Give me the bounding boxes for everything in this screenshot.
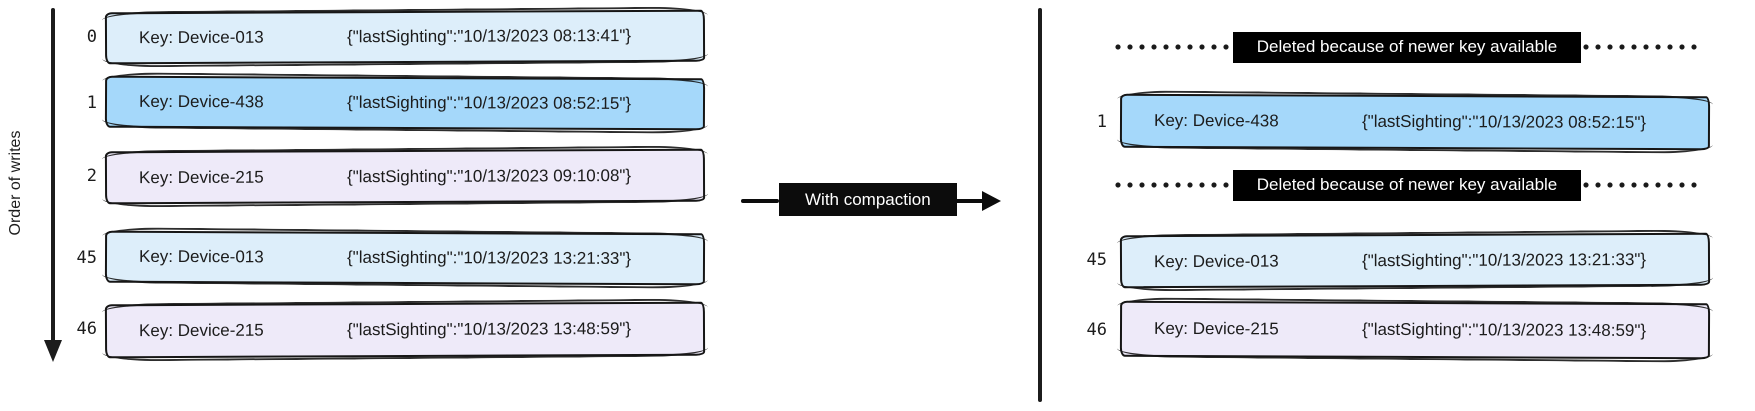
record-value: {"lastSighting":"10/13/2023 13:21:33"}: [346, 247, 632, 268]
record-row: Key: Device-215 {"lastSighting":"10/13/2…: [1119, 300, 1711, 360]
record-row: Key: Device-215 {"lastSighting":"10/13/2…: [104, 148, 706, 205]
record-key: Key: Device-013: [138, 246, 264, 267]
order-axis-line: [51, 8, 55, 342]
order-number: 2: [86, 166, 97, 186]
order-number: 1: [86, 93, 97, 113]
order-number: 1: [1096, 112, 1107, 132]
record-value: {"lastSighting":"10/13/2023 13:48:59"}: [346, 319, 632, 340]
record-key: Key: Device-438: [138, 91, 264, 112]
record-key: Key: Device-215: [138, 167, 264, 187]
order-axis-arrowhead-icon: [44, 340, 62, 362]
compaction-arrow-line: [741, 199, 779, 203]
order-number: 0: [86, 27, 97, 47]
record-value: {"lastSighting":"10/13/2023 13:48:59"}: [1361, 319, 1647, 341]
record-value: {"lastSighting":"10/13/2023 13:21:33"}: [1361, 249, 1647, 270]
order-number: 45: [76, 248, 97, 268]
deleted-badge: Deleted because of newer key available: [1232, 31, 1582, 63]
deleted-record-row: Deleted because of newer key available: [1112, 169, 1702, 201]
partition-line: [1038, 8, 1042, 402]
compaction-arrow-line: [949, 199, 985, 203]
record-row: Key: Device-013 {"lastSighting":"10/13/2…: [104, 230, 706, 286]
record-row: Key: Device-438 {"lastSighting":"10/13/2…: [104, 75, 706, 131]
record-row: Key: Device-013 {"lastSighting":"10/13/2…: [1119, 232, 1711, 289]
record-key: Key: Device-215: [1153, 318, 1279, 339]
order-number: 46: [1086, 320, 1107, 340]
order-number: 45: [1086, 250, 1107, 270]
record-key: Key: Device-013: [138, 27, 264, 48]
order-number: 46: [76, 319, 97, 339]
deleted-record-row: Deleted because of newer key available: [1112, 31, 1702, 63]
record-value: {"lastSighting":"10/13/2023 08:52:15"}: [1361, 111, 1647, 133]
record-key: Key: Device-438: [1153, 110, 1279, 131]
record-row: Key: Device-013 {"lastSighting":"10/13/2…: [104, 9, 706, 65]
compaction-label: With compaction: [779, 183, 957, 216]
order-of-writes-axis-label: Order of writes: [7, 130, 24, 236]
record-key: Key: Device-013: [1153, 251, 1279, 271]
record-value: {"lastSighting":"10/13/2023 08:52:15"}: [346, 92, 632, 113]
record-value: {"lastSighting":"10/13/2023 09:10:08"}: [346, 165, 632, 186]
compaction-arrowhead-icon: [982, 191, 1001, 211]
record-key: Key: Device-215: [138, 320, 264, 341]
record-row: Key: Device-215 {"lastSighting":"10/13/2…: [104, 301, 706, 359]
deleted-badge: Deleted because of newer key available: [1232, 169, 1582, 201]
record-value: {"lastSighting":"10/13/2023 08:13:41"}: [346, 26, 632, 47]
record-row: Key: Device-438 {"lastSighting":"10/13/2…: [1119, 93, 1711, 151]
